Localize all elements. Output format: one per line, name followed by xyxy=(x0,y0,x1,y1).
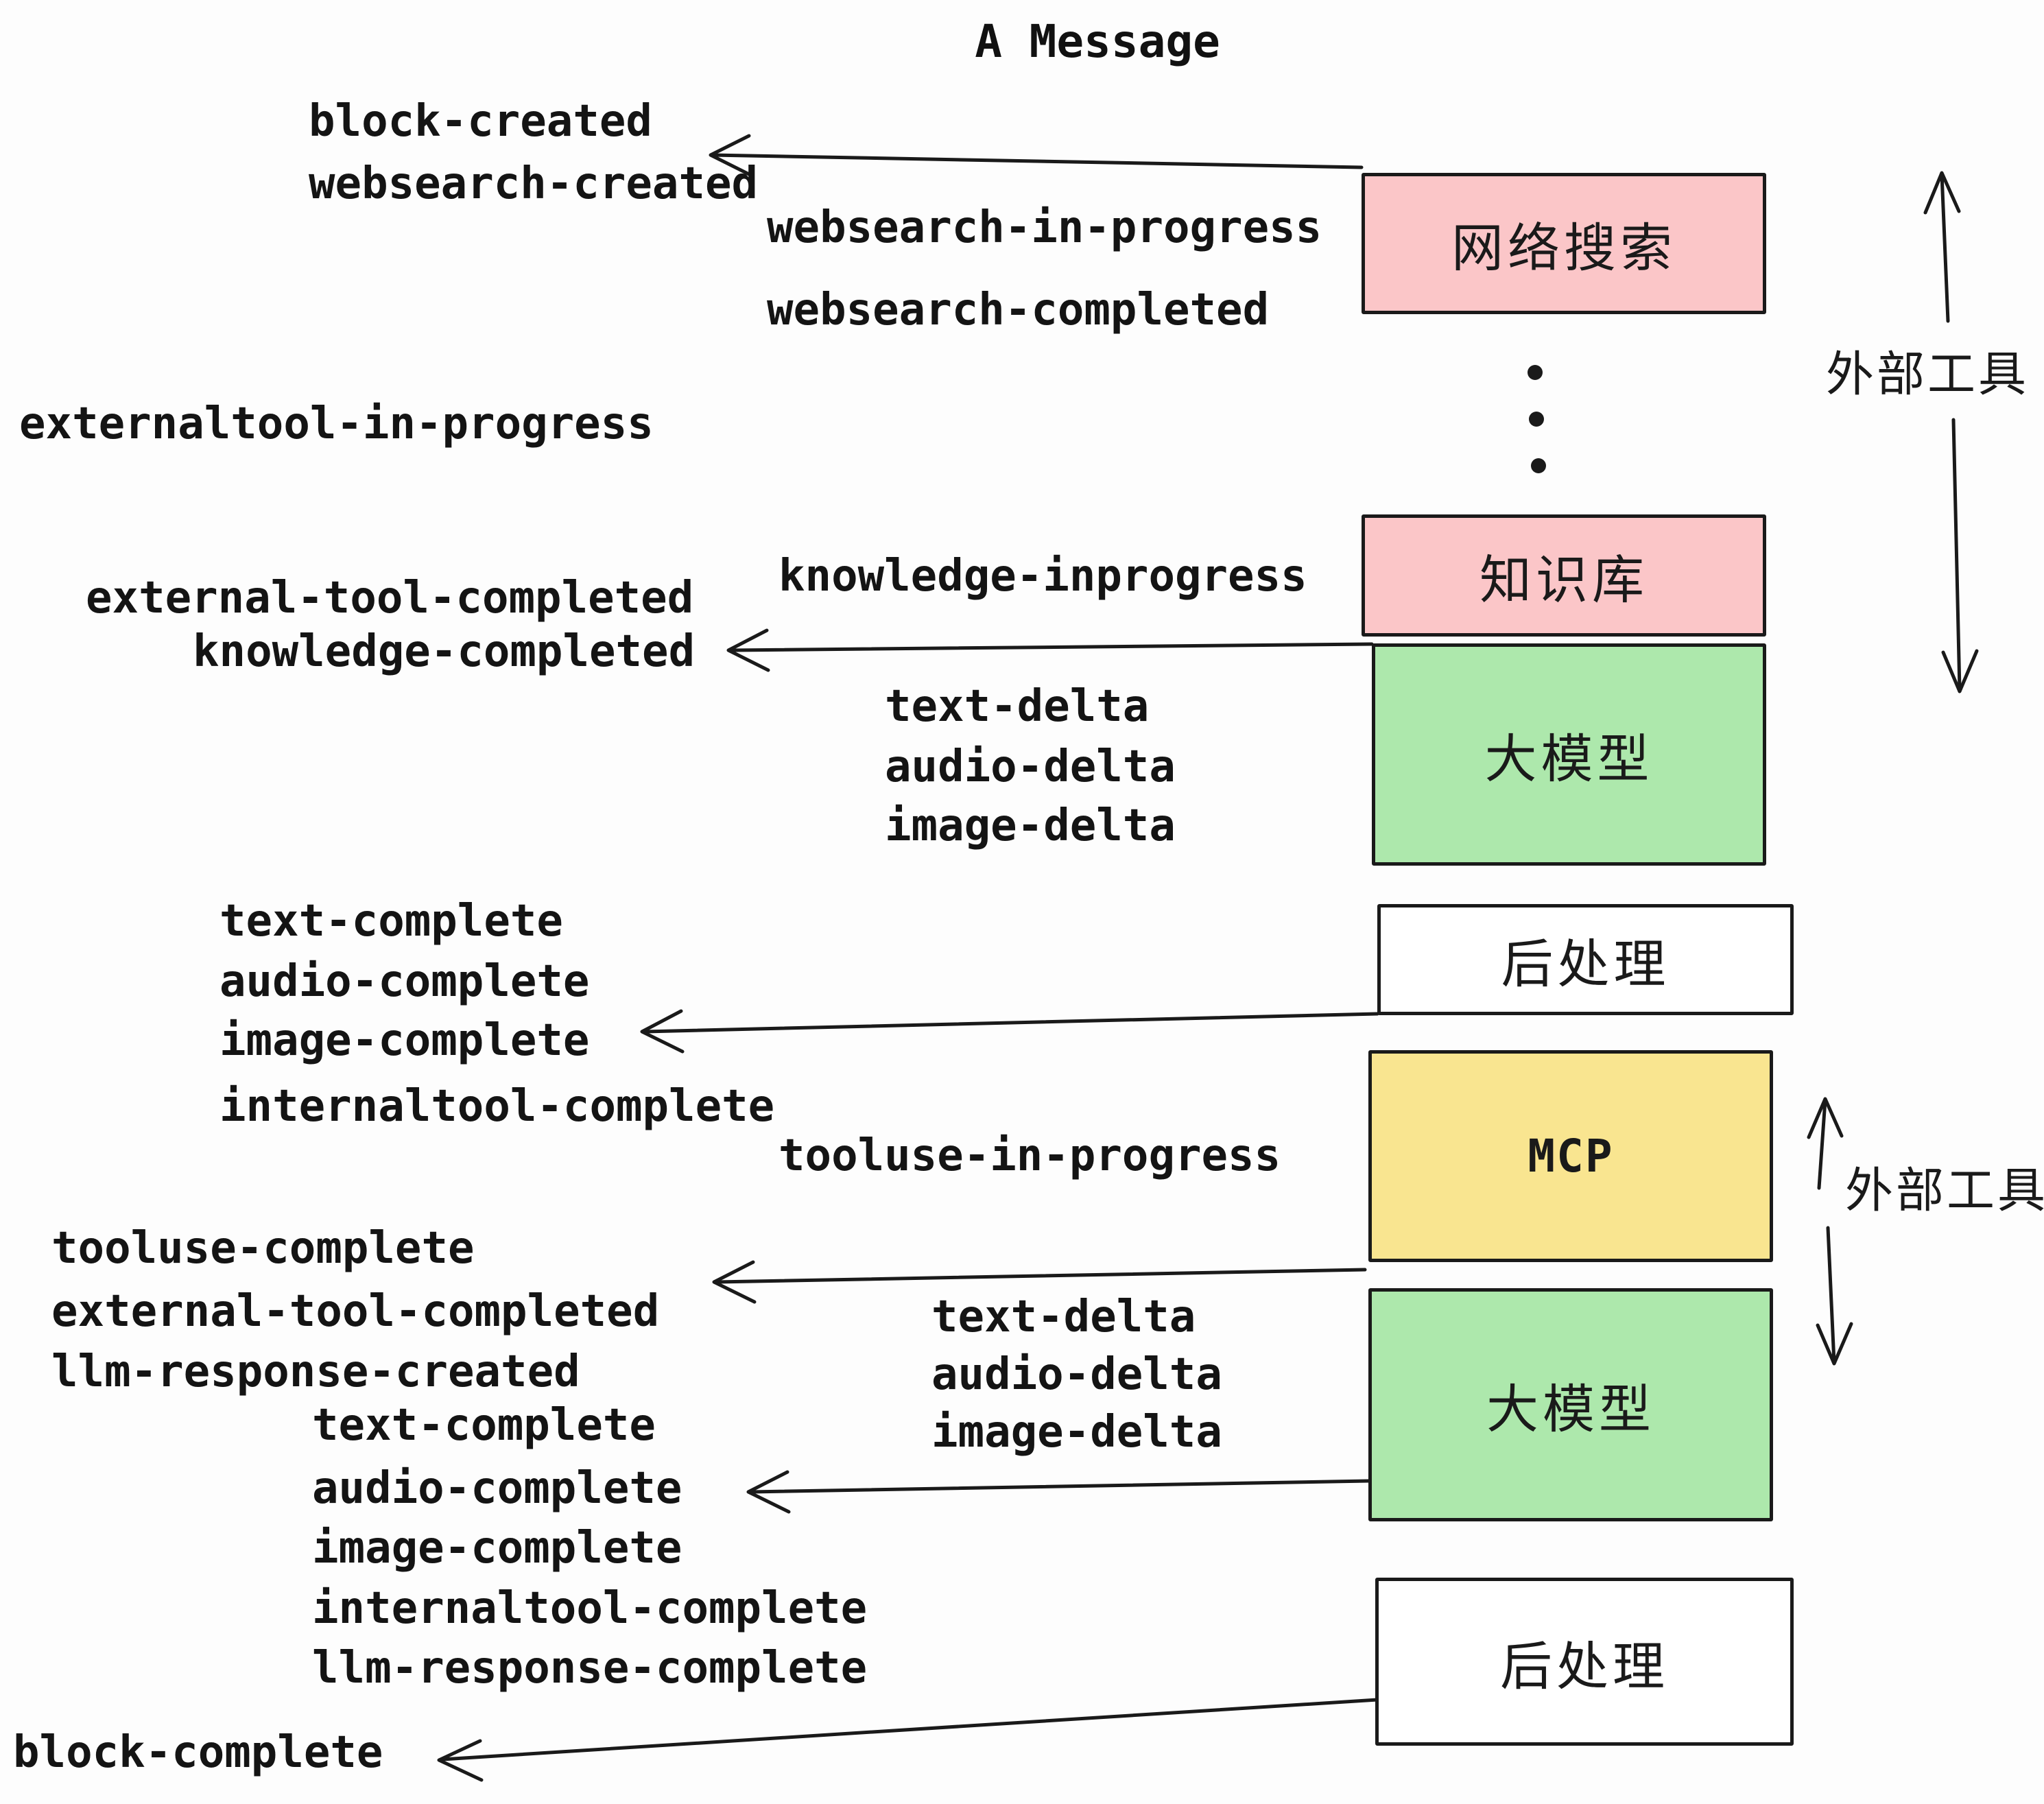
box-llm-1-label: 大模型 xyxy=(1484,731,1654,789)
event-knowledge-inprogress: knowledge-inprogress xyxy=(779,551,1307,602)
event-llm-response-complete: llm-response-complete xyxy=(312,1643,868,1694)
external-tools-label-top: 外部工具 xyxy=(1826,347,2029,401)
arrow-image-complete xyxy=(640,1009,1379,1054)
event-block-created: block-created xyxy=(309,96,652,147)
box-postprocess-1: 后处理 xyxy=(1377,904,1794,1015)
event-knowledge-completed: knowledge-completed xyxy=(193,626,696,677)
event-image-complete-1: image-complete xyxy=(219,1015,590,1066)
event-audio-complete-2: audio-complete xyxy=(312,1463,682,1514)
event-text-complete-2: text-complete xyxy=(312,1400,656,1451)
box-knowledge: 知识库 xyxy=(1362,514,1766,637)
box-llm-2: 大模型 xyxy=(1368,1288,1773,1521)
box-knowledge-label: 知识库 xyxy=(1479,551,1648,610)
box-mcp: MCP xyxy=(1368,1050,1773,1262)
event-text-delta-2: text-delta xyxy=(931,1292,1196,1342)
event-internaltool-complete-2: internaltool-complete xyxy=(312,1583,868,1634)
arrow-knowledge-completed xyxy=(726,628,1374,672)
box-llm-2-label: 大模型 xyxy=(1486,1381,1655,1439)
arrow-block-complete xyxy=(437,1698,1379,1782)
diagram-title: A Message xyxy=(975,15,1220,68)
event-external-tool-completed-2: external-tool-completed xyxy=(51,1286,660,1337)
event-llm-response-created: llm-response-created xyxy=(51,1346,580,1397)
box-postprocess-2-label: 后处理 xyxy=(1500,1637,1669,1696)
arrow-tooluse-complete xyxy=(712,1260,1367,1304)
event-websearch-in-progress: websearch-in-progress xyxy=(767,202,1322,253)
box-mcp-label: MCP xyxy=(1528,1130,1614,1183)
event-externaltool-in-progress: externaltool-in-progress xyxy=(19,399,654,449)
event-internaltool-complete-1: internaltool-complete xyxy=(219,1081,775,1132)
event-text-delta-1: text-delta xyxy=(885,681,1150,732)
box-websearch-label: 网络搜索 xyxy=(1451,219,1676,278)
box-websearch: 网络搜索 xyxy=(1362,173,1766,314)
event-websearch-completed: websearch-completed xyxy=(767,285,1270,335)
ellipsis-dots xyxy=(1528,365,1546,473)
arrow-block-created xyxy=(709,134,1364,177)
box-llm-1: 大模型 xyxy=(1372,643,1766,866)
event-external-tool-completed-1: external-tool-completed xyxy=(86,573,694,624)
event-tooluse-complete: tooluse-complete xyxy=(51,1223,475,1274)
event-text-complete-1: text-complete xyxy=(219,896,563,947)
event-websearch-created: websearch-created xyxy=(309,158,759,209)
event-image-complete-2: image-complete xyxy=(312,1523,682,1574)
event-image-delta-1: image-delta xyxy=(885,800,1176,851)
external-tools-label-bottom: 外部工具 xyxy=(1845,1163,2044,1218)
event-image-delta-2: image-delta xyxy=(931,1407,1222,1458)
external-tools-arrow-top xyxy=(1923,171,1979,693)
box-postprocess-2: 后处理 xyxy=(1375,1578,1794,1746)
event-audio-delta-2: audio-delta xyxy=(931,1349,1222,1400)
event-audio-delta-1: audio-delta xyxy=(885,741,1176,792)
external-tools-arrow-bottom xyxy=(1807,1097,1853,1366)
event-audio-complete-1: audio-complete xyxy=(219,956,590,1007)
event-block-complete: block-complete xyxy=(13,1727,383,1778)
arrow-audio-complete xyxy=(746,1470,1370,1514)
event-tooluse-in-progress: tooluse-in-progress xyxy=(779,1130,1281,1181)
box-postprocess-1-label: 后处理 xyxy=(1501,936,1670,994)
